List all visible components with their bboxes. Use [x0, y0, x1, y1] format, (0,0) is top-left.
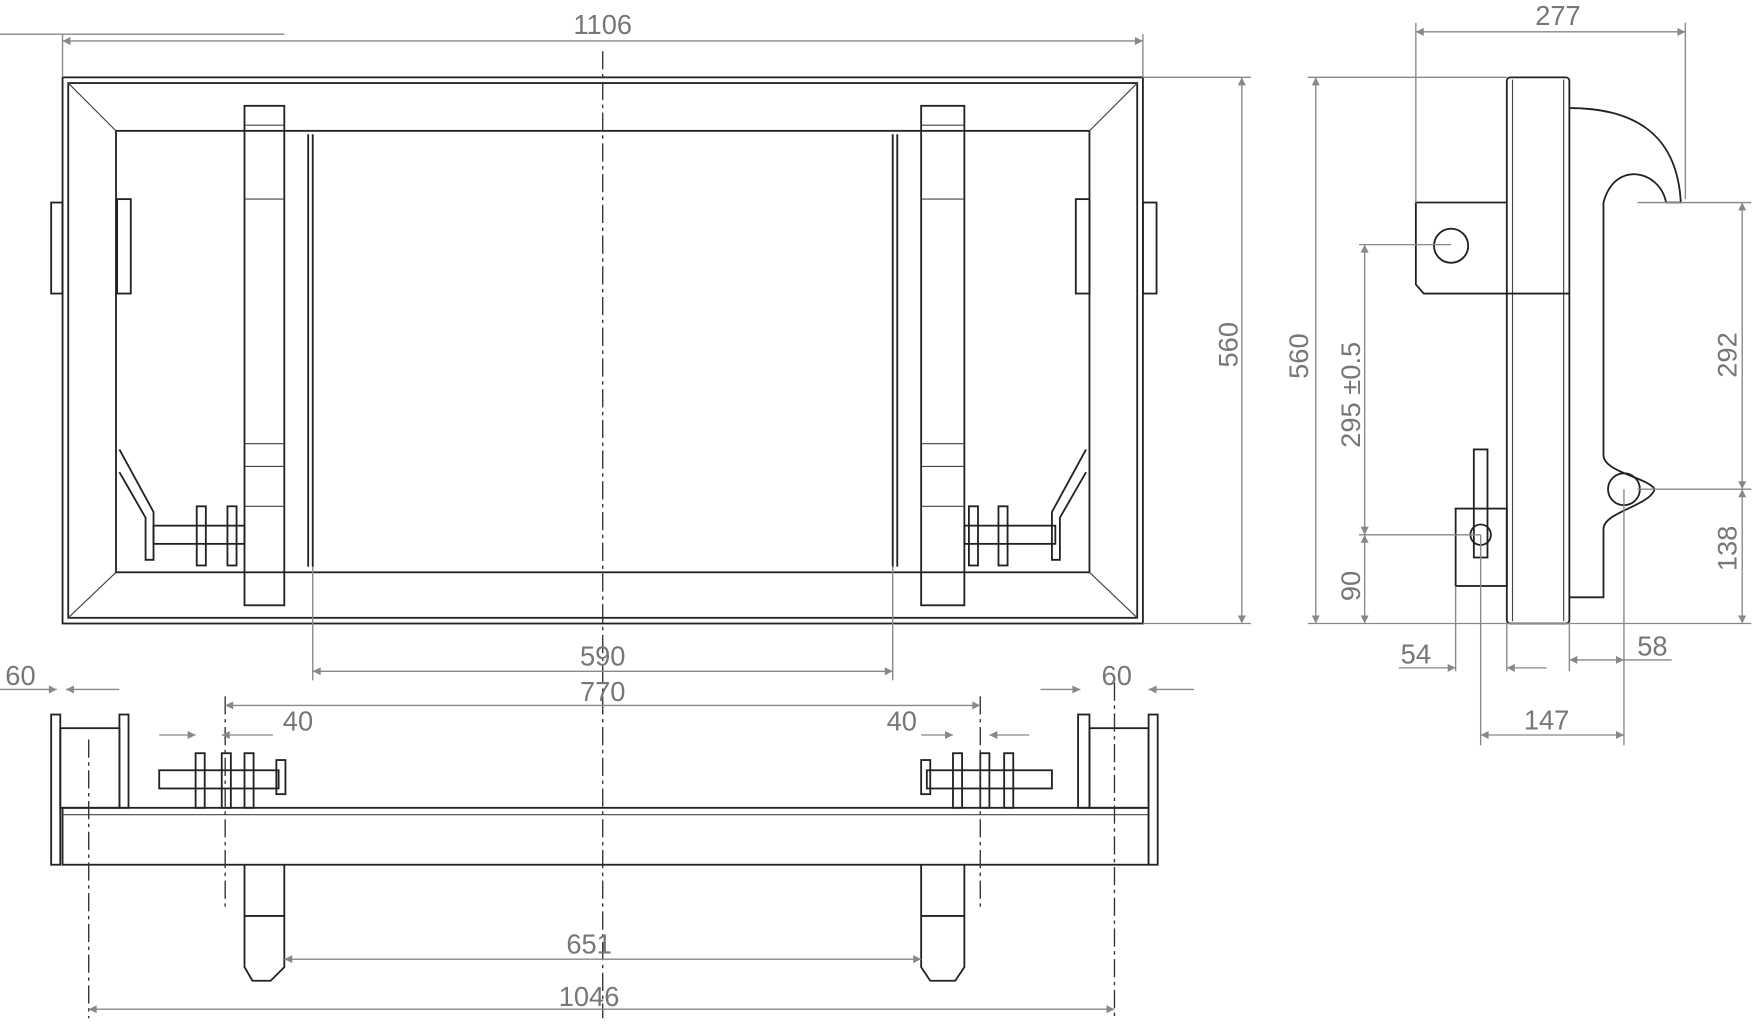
dim-651: 651 — [566, 928, 612, 959]
side-view: 277 560 292 138 295 ±0.5 90 54 58 147 — [1283, 0, 1752, 746]
dim-54: 54 — [1401, 638, 1431, 669]
lug-hole — [1433, 227, 1470, 264]
side-tab — [116, 198, 132, 295]
top-view: 1106 560 590 — [0, 9, 1251, 1019]
leg-left — [243, 864, 286, 982]
dim-1106: 1106 — [573, 9, 632, 40]
hook — [1569, 107, 1682, 599]
dim-147: 147 — [1524, 704, 1570, 735]
dim-138: 138 — [1712, 526, 1743, 572]
dim-40-right: 40 — [887, 705, 917, 736]
dim-590: 590 — [580, 641, 626, 672]
lug — [1414, 201, 1570, 295]
pin-left — [158, 769, 280, 790]
latch-lever-left — [118, 448, 155, 561]
latch-pin-left — [152, 524, 246, 545]
dim-58: 58 — [1637, 630, 1667, 661]
latch-lever-right — [1051, 448, 1087, 561]
dim-560-top: 560 — [1212, 322, 1243, 368]
dim-1046: 1046 — [559, 981, 620, 1012]
latch-pin-right — [963, 524, 1057, 545]
side-tab — [1074, 198, 1091, 295]
dim-292: 292 — [1712, 332, 1743, 378]
dim-295: 295 ±0.5 — [1335, 342, 1366, 448]
dim-770: 770 — [580, 676, 626, 707]
bottom-view: 770 60 60 40 40 651 1046 — [0, 660, 1195, 1019]
dim-560-side: 560 — [1283, 333, 1314, 379]
dim-90: 90 — [1335, 571, 1366, 601]
upright-right — [920, 104, 966, 607]
upright-left — [243, 104, 286, 607]
back-plate — [1505, 76, 1571, 625]
dim-40-left: 40 — [283, 705, 313, 736]
dim-277: 277 — [1535, 0, 1581, 31]
side-tab — [1141, 201, 1158, 295]
dim-60-right: 60 — [1102, 660, 1132, 691]
side-tab — [50, 201, 64, 295]
dim-60-left: 60 — [5, 660, 35, 691]
leg-right — [920, 864, 966, 982]
